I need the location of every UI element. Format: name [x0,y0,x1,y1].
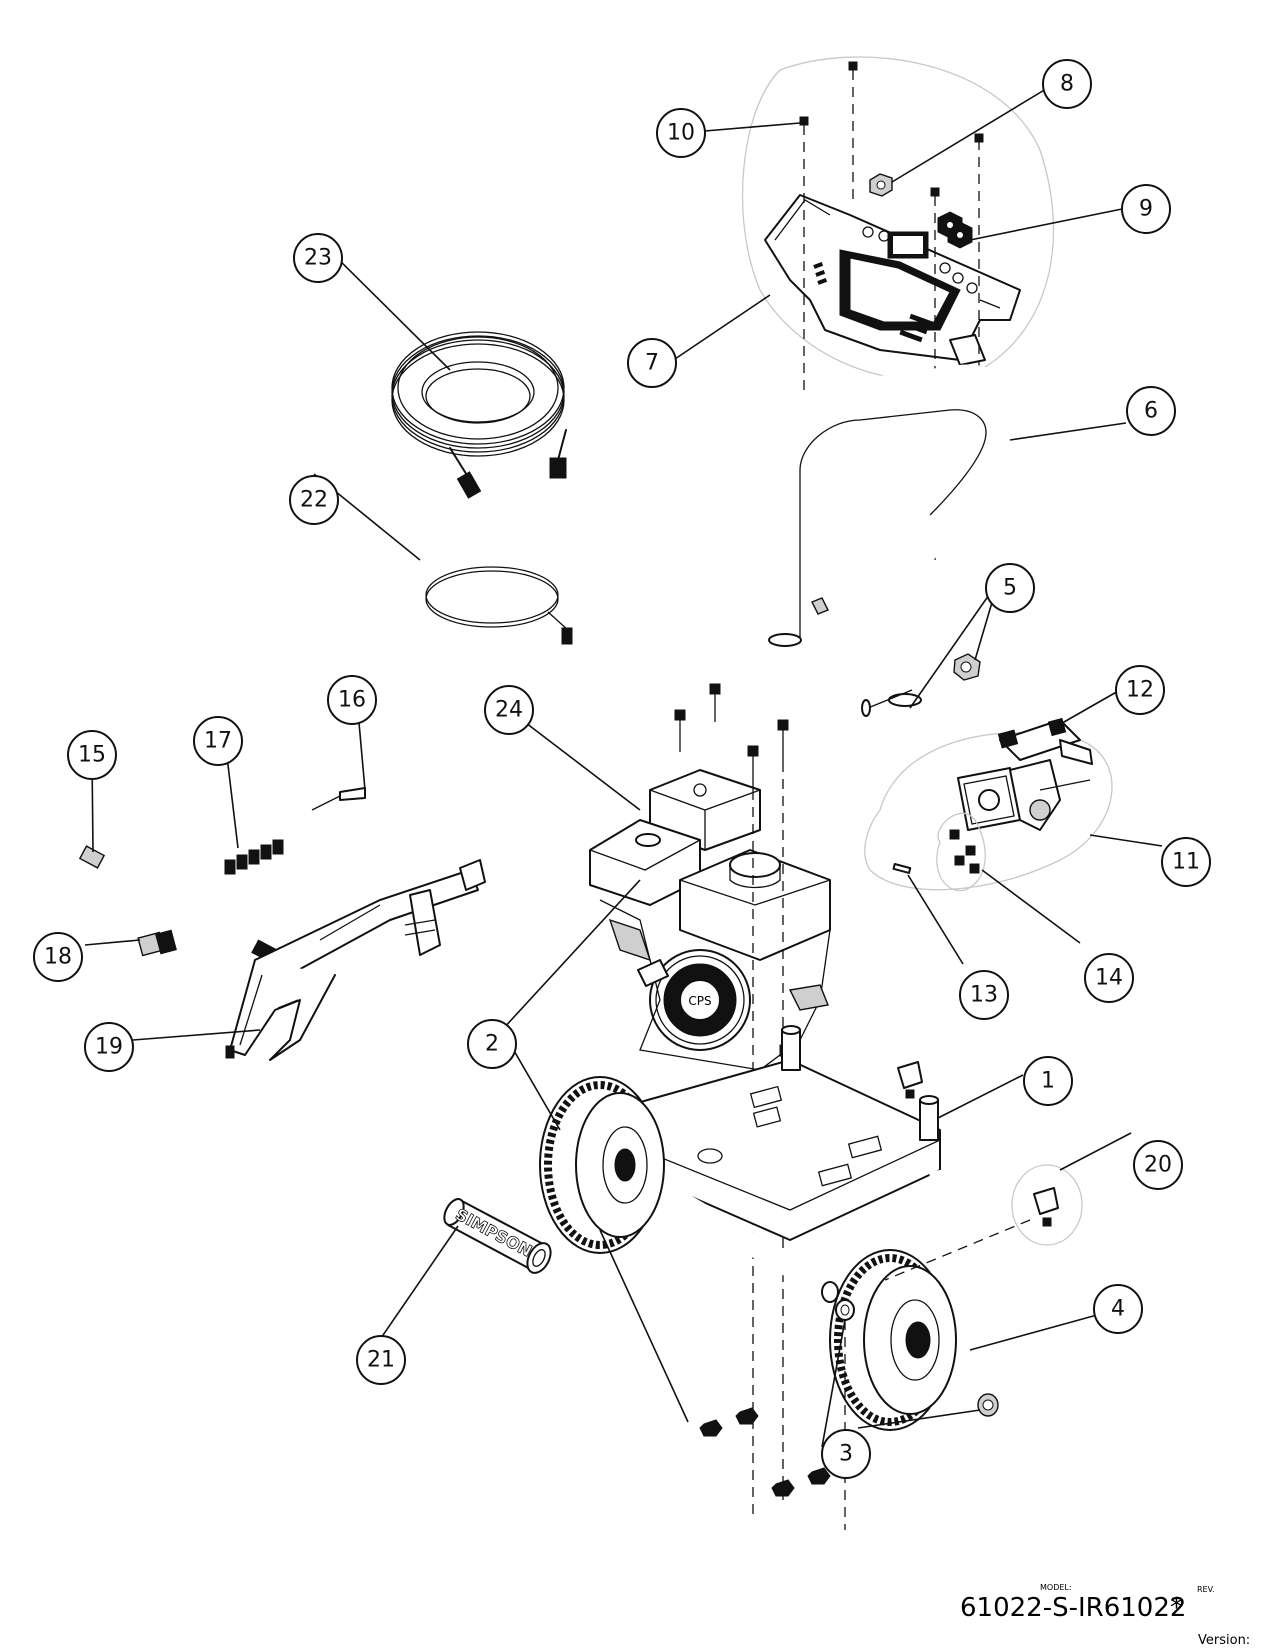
callout-22: 22 [289,475,339,525]
svg-text:15: 15 [78,743,106,768]
part-24-engine: CPS [589,769,831,1071]
callout-21: 21 [356,1335,406,1385]
part-6-handle [768,364,1024,707]
svg-text:5: 5 [1003,576,1017,601]
part-20-bracket [1011,1164,1083,1246]
callout-9: 9 [1121,184,1171,234]
callout-8: 8 [1042,59,1092,109]
rev-caption: REV. [1197,1585,1215,1594]
part-11-pump [864,717,1113,891]
part-8-nut [869,173,893,197]
svg-text:3: 3 [839,1442,853,1467]
assembly-line-bracket [884,1219,1031,1281]
svg-text:22: 22 [300,488,328,513]
callout-11: 11 [1161,837,1211,887]
part-4-wheel-right [829,1249,957,1431]
svg-text:19: 19 [95,1035,123,1060]
callout-16: 16 [327,675,377,725]
part-23-pressure-hose-coil [391,331,567,499]
svg-text:12: 12 [1126,678,1154,703]
svg-text:17: 17 [204,729,232,754]
callout-19: 19 [84,1022,134,1072]
callout-6: 6 [1126,386,1176,436]
callout-3: 3 [821,1429,871,1479]
part-16-nozzle-tool [311,787,366,811]
svg-text:10: 10 [667,121,695,146]
svg-text:13: 13 [970,983,998,1008]
svg-text:18: 18 [44,945,72,970]
callout-17: 17 [193,716,243,766]
callout-23: 23 [293,233,343,283]
svg-text:23: 23 [304,246,332,271]
svg-text:11: 11 [1172,850,1200,875]
rev-value: * [1170,1593,1183,1623]
callout-12: 12 [1115,665,1165,715]
part-1-cart-frame [569,1025,953,1303]
svg-text:14: 14 [1095,966,1123,991]
callout-14: 14 [1084,953,1134,1003]
model-number: 61022-S-IR61022 [960,1593,1187,1623]
callout-4: 4 [1093,1284,1143,1334]
callout-7: 7 [627,338,677,388]
version-label: Version: [1198,1633,1251,1648]
part-10-screws [799,61,984,197]
svg-text:4: 4 [1111,1297,1125,1322]
part-13-key [892,862,912,874]
svg-text:9: 9 [1139,197,1153,222]
part-5-bolt-and-knob [861,653,981,717]
svg-text:2: 2 [485,1032,499,1057]
callout-10: 10 [656,108,706,158]
svg-text:16: 16 [338,688,366,713]
svg-text:20: 20 [1144,1153,1172,1178]
engine-badge-text: CPS [688,994,711,1008]
part-21-handle-grip: SIMPSON [443,1198,552,1274]
part-9-nut-set [937,211,973,249]
svg-text:1: 1 [1041,1069,1055,1094]
callout-15: 15 [67,730,117,780]
model-caption: MODEL: [1040,1583,1072,1592]
part-18-quick-connector [137,929,177,957]
callout-5: 5 [985,563,1035,613]
callout-1: 1 [1023,1056,1073,1106]
part-7-control-panel [741,56,1055,381]
callout-2: 2 [467,1019,517,1069]
svg-text:8: 8 [1060,72,1074,97]
callout-24: 24 [484,685,534,735]
part-22-hose-coil [425,566,573,645]
part-14-bolts [936,812,986,892]
part-2-wheel-left [539,1076,665,1254]
part-17-nozzle-set [224,839,284,875]
frame-nuts-bottom [699,1407,831,1497]
svg-text:7: 7 [645,351,659,376]
engine-mount-bolts-top [674,683,789,790]
part-19-spray-gun [225,859,486,1061]
callout-20: 20 [1133,1140,1183,1190]
callout-13: 13 [959,970,1009,1020]
svg-text:6: 6 [1144,399,1158,424]
svg-text:21: 21 [367,1348,395,1373]
callout-18: 18 [33,932,83,982]
svg-text:24: 24 [495,698,523,723]
